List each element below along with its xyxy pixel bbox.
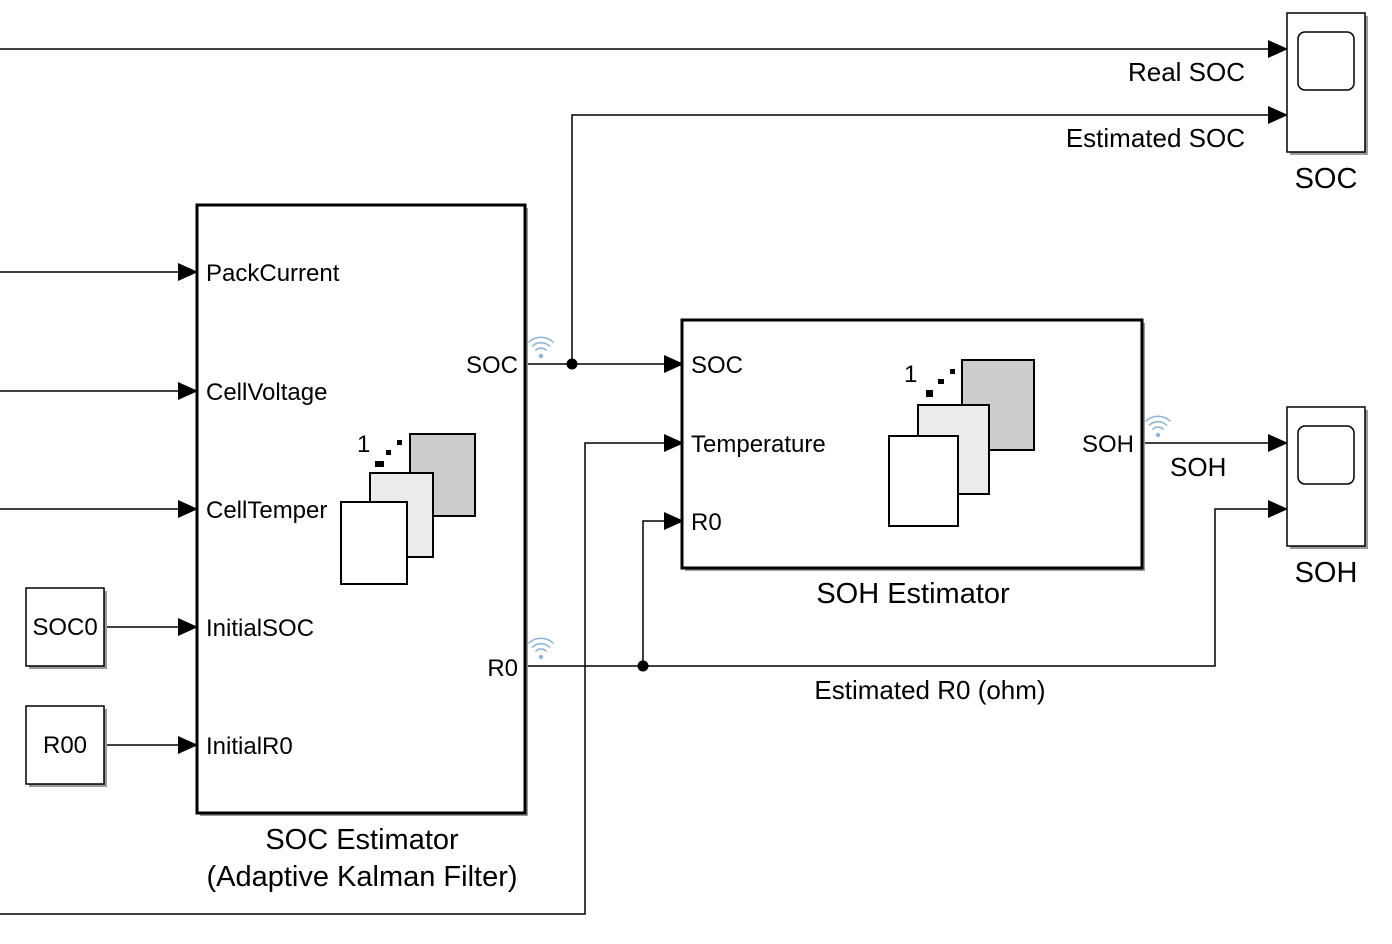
r00-arrow [178,736,198,754]
soc-scope-block[interactable]: SOC [1286,12,1368,195]
estimated-r0-arrow [1268,500,1288,518]
real-soc-label: Real SOC [1128,57,1245,87]
variant-subsystem-icon: 1 [888,359,1035,527]
r0-log-signal-icon [527,637,555,660]
soc-scope-title: SOC [1295,163,1358,195]
output-port-soc: SOC [466,352,518,379]
output-port-r0: R0 [487,655,518,682]
r00-constant-block[interactable]: R00 [25,705,107,787]
signal-lines [0,40,1288,915]
soc0-arrow [178,618,198,636]
input-port-soc: SOC [691,352,743,379]
cell-temperature-arrow [178,500,198,518]
soc-estimator-subtitle: (Adaptive Kalman Filter) [206,861,517,893]
temperature-arrow [664,434,684,452]
r0-output-line[interactable] [527,508,1270,667]
r0-to-soh-line[interactable] [642,520,666,666]
input-port-cell-temperature: CellTemper [206,497,327,524]
soc-log-signal-icon [527,336,555,359]
input-port-initial-soc: InitialSOC [206,615,314,642]
scope-screen-icon [1297,31,1355,91]
soh-log-signal-icon [1144,415,1172,438]
scope-screen-icon [1297,425,1355,485]
variant-number: 1 [904,361,917,388]
r00-constant-label: R00 [43,732,87,759]
input-port-temperature: Temperature [691,431,826,458]
input-port-r0: R0 [691,509,722,536]
temperature-line[interactable] [0,442,666,915]
soh-scope-title: SOH [1295,557,1358,589]
r0-to-soh-arrow [664,512,684,530]
soc-estimator-block[interactable]: PackCurrent CellVoltage CellTemper Initi… [195,203,528,893]
soh-output-arrow [1268,434,1288,452]
variant-subsystem-icon: 1 [340,431,476,585]
pack-current-arrow [178,263,198,281]
soh-signal-label: SOH [1170,452,1226,482]
cell-voltage-arrow [178,382,198,400]
output-port-soh: SOH [1082,431,1134,458]
real-soc-arrow [1268,40,1288,58]
soc-branch-point [566,358,578,370]
soc-estimator-title: SOC Estimator [265,824,459,856]
soh-estimator-block[interactable]: SOC Temperature R0 SOH 1 SOH Estimator [680,318,1145,610]
input-port-pack-current: PackCurrent [206,260,340,287]
estimated-soc-arrow [1268,106,1288,124]
estimated-r0-label: Estimated R0 (ohm) [814,675,1045,705]
estimated-soc-label: Estimated SOC [1066,123,1245,153]
soh-scope-block[interactable]: SOH [1286,406,1368,589]
soc0-constant-label: SOC0 [32,614,97,641]
variant-number: 1 [357,431,370,458]
soc0-constant-block[interactable]: SOC0 [25,587,107,669]
soc-to-soh-arrow [664,355,684,373]
input-port-cell-voltage: CellVoltage [206,379,327,406]
input-port-initial-r0: InitialR0 [206,733,293,760]
soh-estimator-title: SOH Estimator [816,578,1010,610]
estimated-soc-line[interactable] [571,114,1270,364]
